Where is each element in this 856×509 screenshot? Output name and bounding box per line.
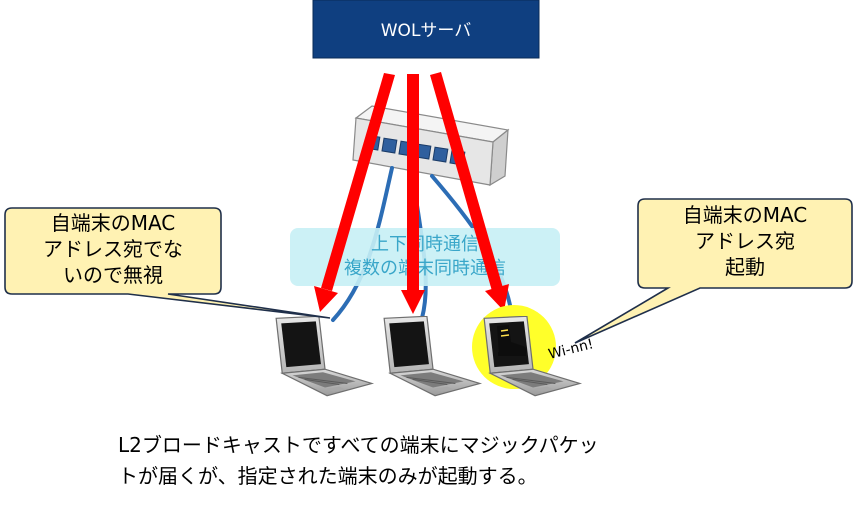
laptop-center (383, 316, 481, 397)
arrow-to-right-laptop (430, 72, 509, 311)
overlay-line-2: 複数の端末同時通信 (344, 258, 506, 279)
callout-right: 自端末のMAC アドレス宛 起動 (574, 198, 853, 344)
callout-left: 自端末のMAC アドレス宛でな いので無視 (4, 207, 331, 319)
caption: L2ブロードキャストですべての端末にマジックパケッ トが届くが、指定された端末の… (118, 430, 758, 492)
overlay-line-1: 上下同時通信 (371, 234, 479, 255)
laptop-left (275, 316, 373, 397)
arrow-to-left-laptop (314, 73, 395, 312)
callout-left-line-2: アドレス宛でな (43, 237, 183, 261)
arrow-to-center-laptop (401, 74, 425, 314)
callout-right-line-3: 起動 (725, 255, 765, 279)
callout-left-line-3: いので無視 (63, 263, 163, 287)
callout-left-line-1: 自端末のMAC (51, 211, 176, 235)
server-label: WOLサーバ (381, 21, 472, 41)
caption-line-1: L2ブロードキャストですべての端末にマジックパケッ (118, 433, 599, 457)
callout-right-line-2: アドレス宛 (695, 229, 795, 253)
caption-line-2: トが届くが、指定された端末のみが起動する。 (118, 464, 538, 488)
magic-packet-arrows (314, 72, 509, 314)
callout-right-line-1: 自端末のMAC (683, 203, 808, 227)
wol-server: WOLサーバ (312, 0, 540, 59)
boot-icon (497, 325, 527, 356)
